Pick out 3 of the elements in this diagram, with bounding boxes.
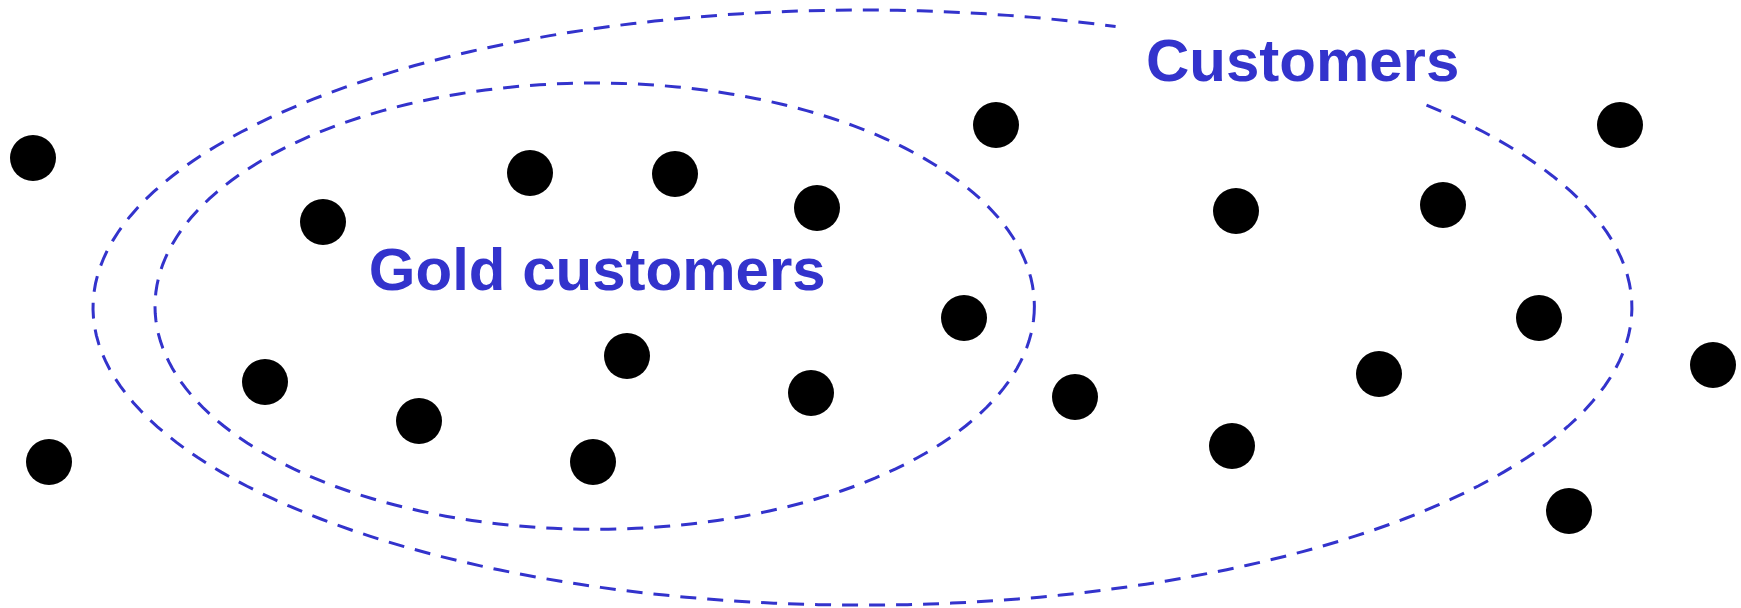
group-label: Customers bbox=[1145, 31, 1460, 92]
group-label: Gold customers bbox=[368, 239, 826, 300]
dot bbox=[1356, 351, 1402, 398]
